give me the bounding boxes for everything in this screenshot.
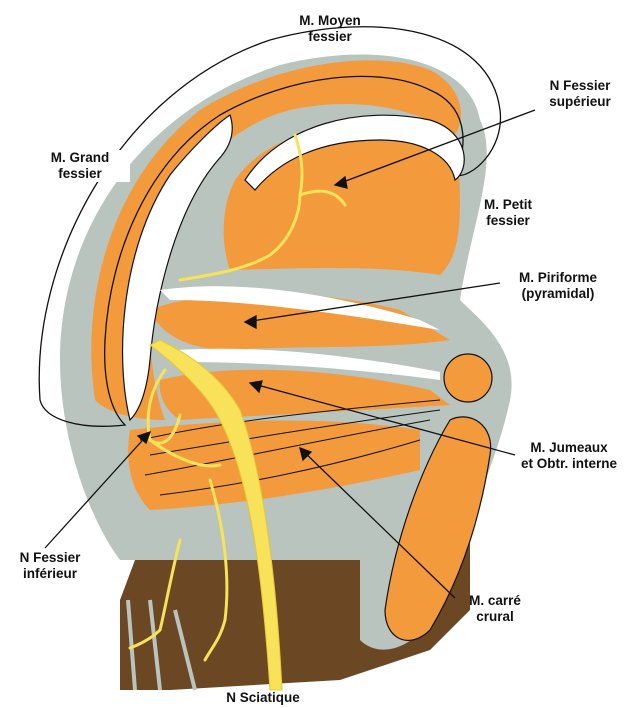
label-n-sciatique-text: N Sciatique [208, 690, 318, 706]
label-n-fessier-inferieur-line1: N Fessier [5, 550, 95, 566]
label-n-fessier-superieur-line1: N Fessier [535, 78, 625, 94]
label-grand-fessier: M. Grand fessier [30, 150, 130, 182]
greater-trochanter [444, 354, 492, 402]
label-carre-crural-line2: crural [455, 609, 535, 625]
label-petit-fessier-line2: fessier [468, 213, 548, 229]
label-piriforme-line1: M. Piriforme [503, 270, 613, 286]
label-n-fessier-superieur-line2: supérieur [535, 94, 625, 110]
label-carre-crural-line1: M. carré [455, 593, 535, 609]
label-petit-fessier: M. Petit fessier [468, 197, 548, 229]
label-moyen-fessier: M. Moyen fessier [275, 13, 385, 45]
label-piriforme-line2: (pyramidal) [503, 286, 613, 302]
label-carre-crural: M. carré crural [455, 593, 535, 625]
label-grand-fessier-line1: M. Grand [30, 150, 130, 166]
label-n-fessier-inferieur-line2: inférieur [5, 566, 95, 582]
label-jumeaux-line1: M. Jumeaux [508, 440, 630, 456]
label-jumeaux: M. Jumeaux et Obtr. interne [508, 440, 630, 472]
label-jumeaux-line2: et Obtr. interne [508, 456, 630, 472]
label-grand-fessier-line2: fessier [30, 166, 130, 182]
label-moyen-fessier-line1: M. Moyen [275, 13, 385, 29]
label-n-fessier-superieur: N Fessier supérieur [535, 78, 625, 110]
label-petit-fessier-line1: M. Petit [468, 197, 548, 213]
label-n-fessier-inferieur: N Fessier inférieur [5, 550, 95, 582]
label-piriforme: M. Piriforme (pyramidal) [503, 270, 613, 302]
label-n-sciatique: N Sciatique [208, 690, 318, 706]
label-moyen-fessier-line2: fessier [275, 29, 385, 45]
